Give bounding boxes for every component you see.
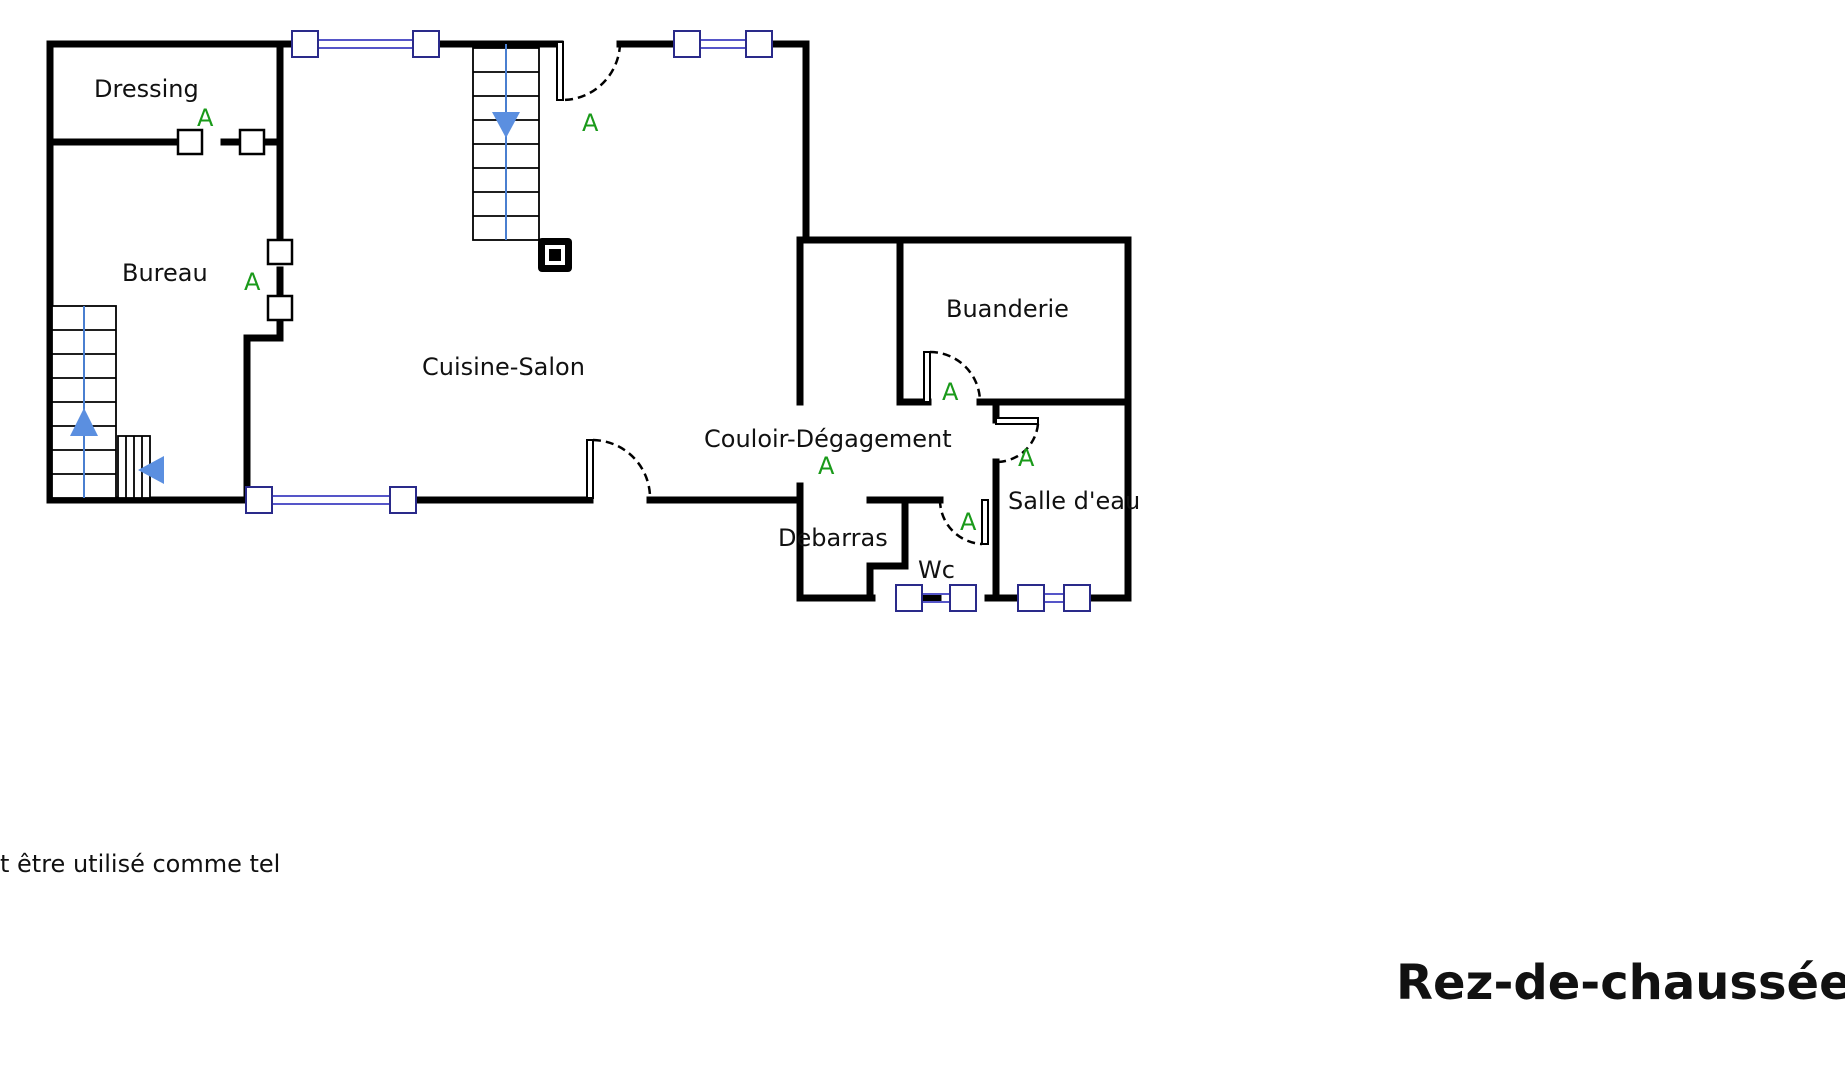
door-swing <box>929 350 982 403</box>
window-frame <box>949 584 977 612</box>
window-frame <box>412 30 440 58</box>
opening-post <box>266 294 294 322</box>
stair-direction-arrow-icon <box>492 112 520 138</box>
door-leaf <box>923 351 931 403</box>
door-swing <box>562 43 622 102</box>
staircase-down <box>51 305 164 499</box>
access-marker: A <box>582 109 599 137</box>
window-frame <box>1017 584 1045 612</box>
wall-buanderie-west <box>896 236 932 406</box>
access-marker: A <box>244 268 261 296</box>
access-marker: A <box>942 378 959 406</box>
level-title: Rez-de-chaussée <box>1396 955 1845 1011</box>
opening-post <box>266 238 294 266</box>
window-frame <box>245 486 273 514</box>
window-frame <box>673 30 701 58</box>
windows <box>245 30 1091 612</box>
room-label-dressing: Dressing <box>94 75 199 103</box>
staircase-up <box>472 44 540 241</box>
opening-post <box>176 128 204 156</box>
room-label-salle-d-eau: Salle d'eau <box>1008 487 1140 515</box>
window-frame <box>745 30 773 58</box>
access-marker: A <box>197 104 214 132</box>
stair-direction-arrow-icon <box>70 408 98 436</box>
room-label-bureau: Bureau <box>122 259 208 287</box>
window-frame <box>291 30 319 58</box>
door-swing <box>592 438 652 501</box>
door-leaf <box>586 439 594 499</box>
chimney <box>538 238 572 272</box>
disclaimer-note: t être utilisé comme tel <box>0 850 281 878</box>
access-marker: A <box>1018 444 1035 472</box>
door-leaf <box>556 41 564 101</box>
door-swing <box>938 499 983 546</box>
wall-debarras-wc <box>866 496 909 602</box>
access-marker: A <box>818 452 835 480</box>
room-labels: Dressing Bureau Cuisine-Salon Buanderie … <box>94 75 1140 584</box>
wall-bureau-east-bottom <box>243 316 284 504</box>
wall-wing-outer <box>802 236 1132 602</box>
window-frame <box>895 584 923 612</box>
window-frame <box>389 486 417 514</box>
room-label-buanderie: Buanderie <box>946 295 1069 323</box>
doors <box>556 41 1040 546</box>
room-label-cuisine-salon: Cuisine-Salon <box>422 353 585 381</box>
opening-posts <box>176 128 294 322</box>
door-leaf <box>981 499 989 545</box>
room-label-wc: Wc <box>918 556 955 584</box>
access-markers: A A A A A A A <box>197 104 1035 536</box>
room-label-couloir: Couloir-Dégagement <box>704 425 952 453</box>
door-swing <box>995 423 1040 464</box>
wall-north-left <box>46 40 304 424</box>
opening-post <box>238 128 266 156</box>
room-label-debarras: Debarras <box>778 524 888 552</box>
window-frame <box>1063 584 1091 612</box>
wall-wing-south-west <box>796 482 876 602</box>
access-marker: A <box>960 508 977 536</box>
stair-direction-arrow-icon <box>138 456 164 484</box>
door-leaf <box>995 417 1039 425</box>
